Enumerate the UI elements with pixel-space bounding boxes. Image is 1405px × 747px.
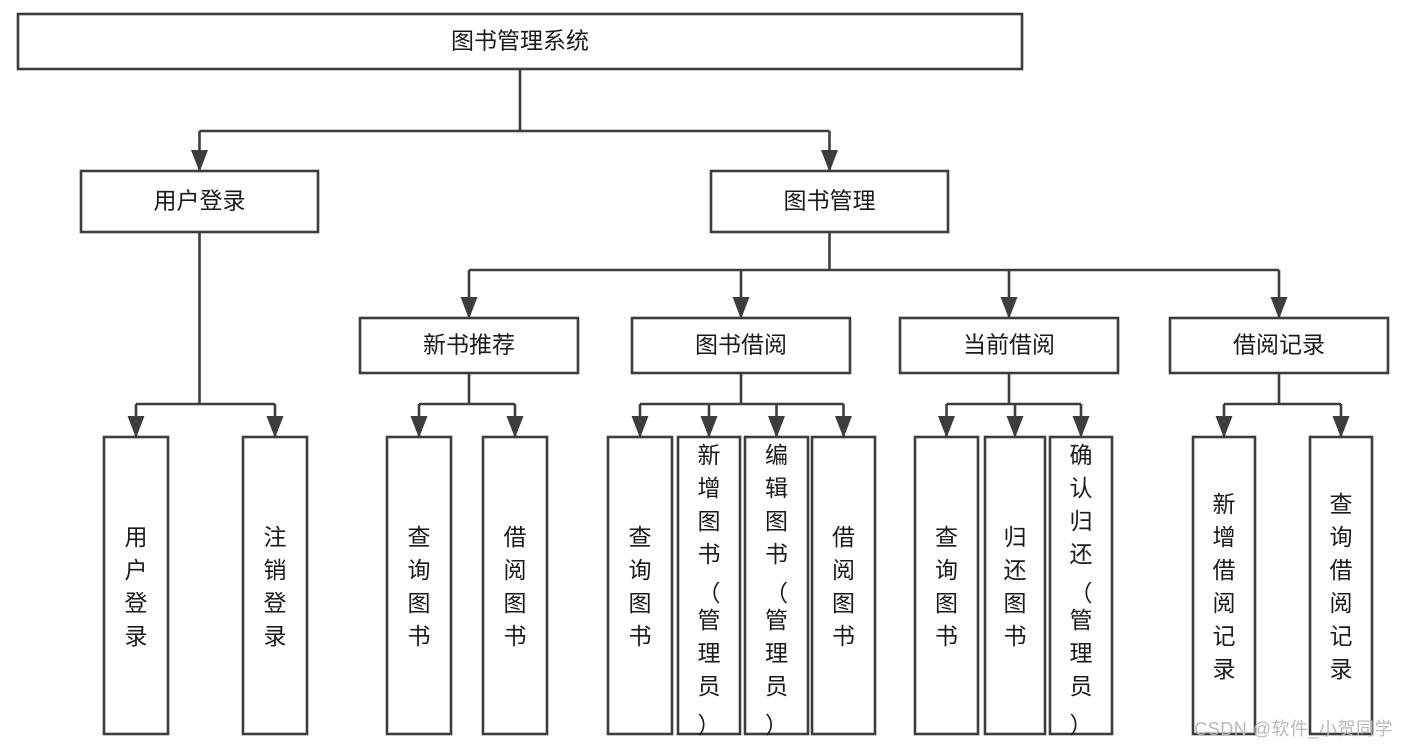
node-leaf-add-borrow-record[interactable]: 新增借阅记录 — [1191, 435, 1257, 736]
node-leaf-borrow-book-recommend-label: 借阅图书 — [504, 524, 527, 649]
node-leaf-confirm-return-box[interactable] — [1048, 435, 1114, 736]
node-book-manage[interactable]: 图书管理 — [709, 169, 950, 234]
node-leaf-query-book-recommend-box[interactable] — [385, 435, 453, 736]
node-leaf-return-book[interactable]: 归还图书 — [983, 435, 1047, 736]
user-login-arrow-0 — [127, 416, 145, 438]
node-new-book-recommend-box[interactable] — [358, 316, 580, 375]
node-leaf-query-book-current-label: 查询图书 — [935, 524, 958, 649]
new-book-recommend-arrow-0 — [410, 416, 428, 438]
node-leaf-query-book-borrow-box[interactable] — [606, 435, 674, 736]
node-leaf-return-book-label: 归还图书 — [1004, 524, 1027, 649]
node-borrow-record[interactable]: 借阅记录 — [1168, 316, 1390, 375]
node-current-borrow[interactable]: 当前借阅 — [898, 316, 1120, 375]
book-manage-arrow-0 — [460, 297, 478, 319]
node-root-box[interactable] — [16, 12, 1024, 71]
node-leaf-logout[interactable]: 注销登录 — [241, 435, 309, 736]
node-leaf-query-book-recommend-label: 查询图书 — [408, 524, 431, 649]
node-current-borrow-box[interactable] — [898, 316, 1120, 375]
node-borrow-record-label: 借阅记录 — [1233, 332, 1325, 358]
node-leaf-user-login-box[interactable] — [102, 435, 170, 736]
node-leaf-query-book-recommend[interactable]: 查询图书 — [385, 435, 453, 736]
node-book-borrow-label: 图书借阅 — [695, 332, 787, 358]
book-borrow-arrow-3 — [835, 416, 852, 438]
node-user-login-box[interactable] — [79, 169, 320, 234]
current-borrow-arrow-1 — [1006, 416, 1024, 438]
node-leaf-add-book[interactable]: 新增图书（管理员） — [676, 435, 742, 738]
node-leaf-edit-book[interactable]: 编辑图书（管理员） — [743, 435, 810, 738]
borrow-record-arrow-0 — [1215, 416, 1233, 438]
node-leaf-add-borrow-record-label: 新增借阅记录 — [1213, 491, 1236, 682]
node-book-manage-box[interactable] — [709, 169, 950, 234]
node-leaf-confirm-return[interactable]: 确认归还（管理员） — [1048, 435, 1114, 738]
root-arrow-0 — [191, 150, 208, 172]
node-leaf-query-book-borrow-label: 查询图书 — [629, 524, 652, 649]
node-leaf-edit-book-box[interactable] — [743, 435, 810, 736]
node-borrow-record-box[interactable] — [1168, 316, 1390, 375]
user-login-arrow-1 — [266, 416, 284, 438]
node-leaf-query-borrow-record[interactable]: 查询借阅记录 — [1308, 435, 1374, 736]
node-leaf-borrow-book-label: 借阅图书 — [832, 524, 855, 649]
node-current-borrow-label: 当前借阅 — [963, 332, 1055, 358]
book-manage-arrow-1 — [732, 297, 750, 319]
node-book-borrow[interactable]: 图书借阅 — [630, 316, 852, 375]
node-leaf-borrow-book-recommend[interactable]: 借阅图书 — [481, 435, 549, 736]
node-leaf-edit-book-label: 编辑图书（管理员） — [765, 442, 788, 738]
node-leaf-confirm-return-label: 确认归还（管理员） — [1070, 442, 1093, 738]
node-leaf-borrow-book-box[interactable] — [810, 435, 877, 736]
current-borrow-arrow-2 — [1072, 416, 1090, 438]
node-layer: 图书管理系统用户登录图书管理新书推荐图书借阅当前借阅借阅记录用户登录注销登录查询… — [16, 12, 1390, 738]
node-user-login-label: 用户登录 — [154, 188, 246, 214]
book-manage-arrow-2 — [1000, 297, 1018, 319]
root-arrow-1 — [821, 150, 838, 172]
new-book-recommend-arrow-1 — [506, 416, 524, 438]
node-leaf-add-borrow-record-box[interactable] — [1191, 435, 1257, 736]
node-leaf-add-book-box[interactable] — [676, 435, 742, 736]
node-leaf-query-borrow-record-box[interactable] — [1308, 435, 1374, 736]
watermark-label: CSDN @软件_小贺同学 — [1194, 719, 1393, 739]
connector-layer — [127, 69, 1350, 438]
node-new-book-recommend-label: 新书推荐 — [423, 332, 515, 358]
node-leaf-return-book-box[interactable] — [983, 435, 1047, 736]
node-leaf-add-book-label: 新增图书（管理员） — [698, 442, 721, 738]
node-root-label: 图书管理系统 — [451, 28, 589, 54]
node-leaf-query-book-current[interactable]: 查询图书 — [913, 435, 980, 736]
book-borrow-arrow-0 — [631, 416, 649, 438]
current-borrow-arrow-0 — [938, 416, 955, 438]
node-root[interactable]: 图书管理系统 — [16, 12, 1024, 71]
node-leaf-query-borrow-record-label: 查询借阅记录 — [1330, 491, 1353, 682]
node-book-manage-label: 图书管理 — [784, 188, 876, 214]
node-user-login[interactable]: 用户登录 — [79, 169, 320, 234]
book-borrow-arrow-1 — [700, 416, 718, 438]
node-leaf-query-book-current-box[interactable] — [913, 435, 980, 736]
book-borrow-arrow-2 — [768, 416, 785, 438]
node-leaf-query-book-borrow[interactable]: 查询图书 — [606, 435, 674, 736]
node-new-book-recommend[interactable]: 新书推荐 — [358, 316, 580, 375]
book-manage-arrow-3 — [1270, 297, 1288, 319]
node-book-borrow-box[interactable] — [630, 316, 852, 375]
node-leaf-borrow-book-recommend-box[interactable] — [481, 435, 549, 736]
borrow-record-arrow-1 — [1332, 416, 1350, 438]
node-leaf-user-login-label: 用户登录 — [125, 524, 148, 649]
node-leaf-logout-label: 注销登录 — [264, 524, 287, 649]
node-leaf-user-login[interactable]: 用户登录 — [102, 435, 170, 736]
node-leaf-borrow-book[interactable]: 借阅图书 — [810, 435, 877, 736]
node-leaf-logout-box[interactable] — [241, 435, 309, 736]
